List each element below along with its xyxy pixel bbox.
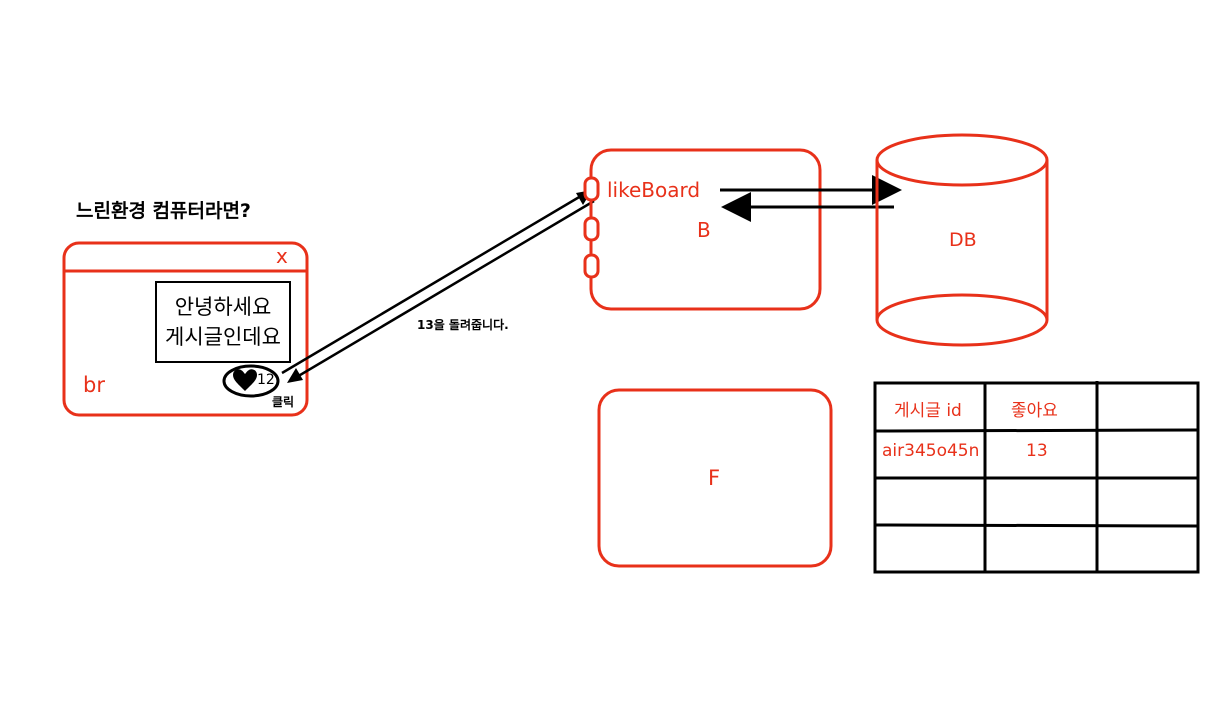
server-b-label: B (697, 218, 711, 242)
post-content-box: 안녕하세요 게시글인데요 (155, 281, 291, 363)
server-b-port (583, 253, 600, 279)
response-arrowhead (287, 368, 303, 383)
server-b-port (583, 176, 600, 202)
server-b-port (583, 216, 600, 242)
likes-table-grid (873, 381, 1200, 574)
click-label: 클릭 (272, 395, 295, 409)
client-window (62, 241, 309, 417)
table-cell-post-id: air345o45n (882, 441, 980, 461)
server-f-label: F (708, 466, 721, 490)
db-label: DB (949, 229, 977, 251)
post-line-1: 안녕하세요 (174, 295, 272, 319)
like-button[interactable] (222, 364, 280, 398)
server-b-method: likeBoard (607, 178, 701, 202)
db-cylinder-bottom-rim (875, 293, 1049, 321)
like-count: 12 (257, 372, 275, 388)
client-label: br (83, 373, 105, 397)
close-icon[interactable]: x (276, 244, 288, 268)
server-f-box (597, 388, 833, 568)
return-note: 13을 돌려줍니다. (417, 318, 509, 332)
table-header-likes: 좋아요 (1011, 401, 1058, 421)
response-line (289, 199, 595, 383)
db-cylinder-top (875, 133, 1049, 187)
db-cylinder-body (875, 160, 1049, 347)
diagram-title: 느린환경 컴퓨터라면? (76, 200, 251, 222)
request-line (281, 191, 587, 375)
heart-icon (233, 369, 257, 391)
table-header-post-id: 게시글 id (894, 401, 962, 421)
table-cell-likes: 13 (1026, 441, 1048, 461)
post-line-2: 게시글인데요 (165, 325, 281, 349)
